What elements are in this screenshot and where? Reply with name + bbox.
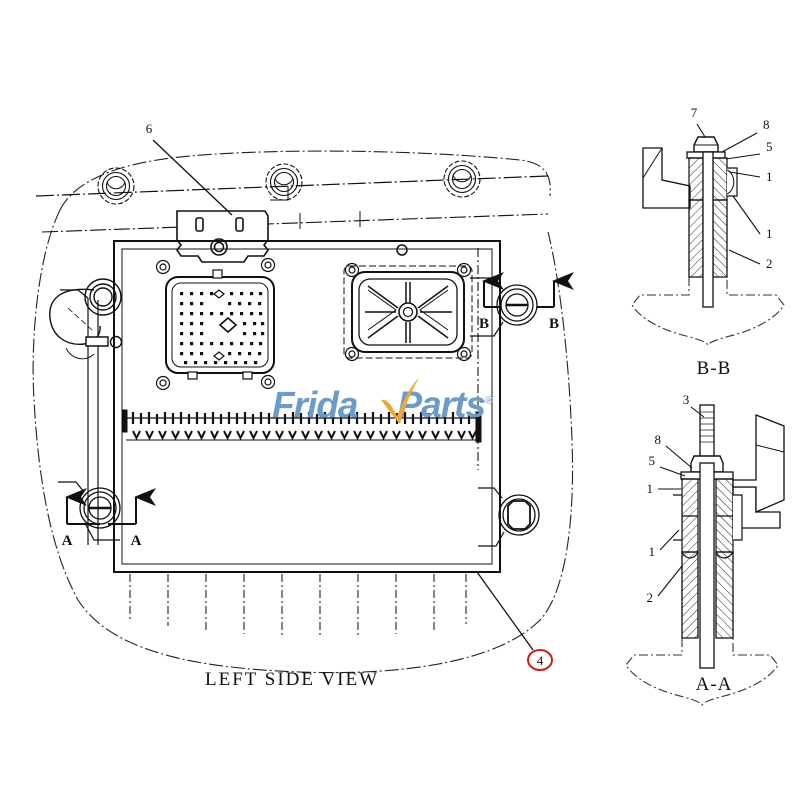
section-marker-b-right-label: B — [549, 316, 559, 332]
bottom-phantom-dividers — [129, 574, 467, 638]
bb-callout-leaders — [696, 123, 761, 265]
callout-4-label: 4 — [537, 653, 544, 668]
fin-teeth-lower — [132, 430, 477, 441]
main-housing-inner-edge — [121, 248, 493, 565]
mounting-boss-top-center — [265, 163, 303, 201]
main-housing-box — [113, 240, 501, 573]
bb-callout-7-label: 7 — [691, 105, 698, 120]
mounting-boss-mid-right — [470, 277, 538, 337]
housing-left-rails — [60, 289, 99, 545]
main-view-title: LEFT SIDE VIEW — [205, 669, 379, 690]
aa-callout-8-label: 8 — [655, 432, 662, 447]
multi-pin-connector — [165, 269, 275, 380]
section-aa-title: A-A — [696, 674, 733, 695]
main-left-side-view: 6 4 A A B B — [32, 121, 574, 690]
aa-stud-shank — [699, 462, 715, 669]
bb-base-phantom — [631, 277, 785, 346]
section-marker-b-right: B — [537, 272, 574, 332]
aa-callout-1b-label: 1 — [649, 544, 656, 559]
aa-callout-leaders — [657, 406, 705, 597]
aa-stud — [699, 404, 715, 464]
bb-callout-5-label: 5 — [766, 139, 773, 154]
aa-callout-5-label: 5 — [649, 453, 656, 468]
callout-6-leader — [152, 139, 233, 216]
aa-flange-wing — [732, 414, 785, 529]
connector-corner-bolts — [155, 257, 276, 391]
connector-pin-grid — [180, 292, 265, 365]
aa-callout-2-label: 2 — [647, 590, 654, 605]
aa-callout-1a-label: 1 — [647, 481, 654, 496]
cooling-fin-band — [121, 409, 482, 443]
callout-6-label: 6 — [146, 121, 153, 136]
cover-plate-ribs — [365, 282, 452, 343]
section-marker-b-left: B — [479, 272, 504, 332]
section-bb-title: B-B — [697, 358, 732, 379]
section-bb-view: 7 8 5 1 1 2 B-B — [631, 105, 785, 379]
bb-bolt-shank — [702, 151, 714, 308]
mounting-boss-top-left — [97, 167, 135, 205]
bb-callout-2-label: 2 — [766, 256, 773, 271]
bb-callout-1a-label: 1 — [766, 169, 773, 184]
ribbed-cover-plate — [343, 244, 473, 362]
bb-flange-wing — [642, 147, 691, 209]
housing-phantom-outline — [32, 150, 574, 674]
bb-mount-tower — [688, 199, 728, 278]
bb-callout-8-label: 8 — [763, 117, 770, 132]
section-marker-a-left-label: A — [62, 533, 73, 549]
aa-mount-tower — [681, 551, 734, 639]
section-marker-b-left-label: B — [479, 316, 489, 332]
callout-4-badge: 4 — [527, 649, 553, 671]
aa-stud-thread — [700, 411, 714, 443]
mounting-boss-top-right — [443, 160, 481, 198]
section-aa-view: 3 8 5 1 1 2 A-A — [625, 392, 785, 706]
aa-callout-3-label: 3 — [683, 392, 690, 407]
bb-grommet-upper — [688, 157, 738, 207]
bb-bolt-head — [693, 136, 719, 153]
section-marker-a-right: A — [108, 488, 156, 549]
connector-center-key — [218, 316, 238, 334]
bb-callout-1b-label: 1 — [766, 226, 773, 241]
vent-hole — [396, 244, 408, 256]
mounting-boss-bottom-right — [478, 487, 540, 547]
lifting-shackle — [49, 278, 123, 360]
section-marker-a-right-label: A — [131, 533, 142, 549]
callout-4-leader — [476, 571, 534, 651]
top-bracket — [176, 210, 269, 263]
section-marker-a-left: A — [62, 488, 100, 549]
aa-base-phantom — [625, 638, 779, 706]
